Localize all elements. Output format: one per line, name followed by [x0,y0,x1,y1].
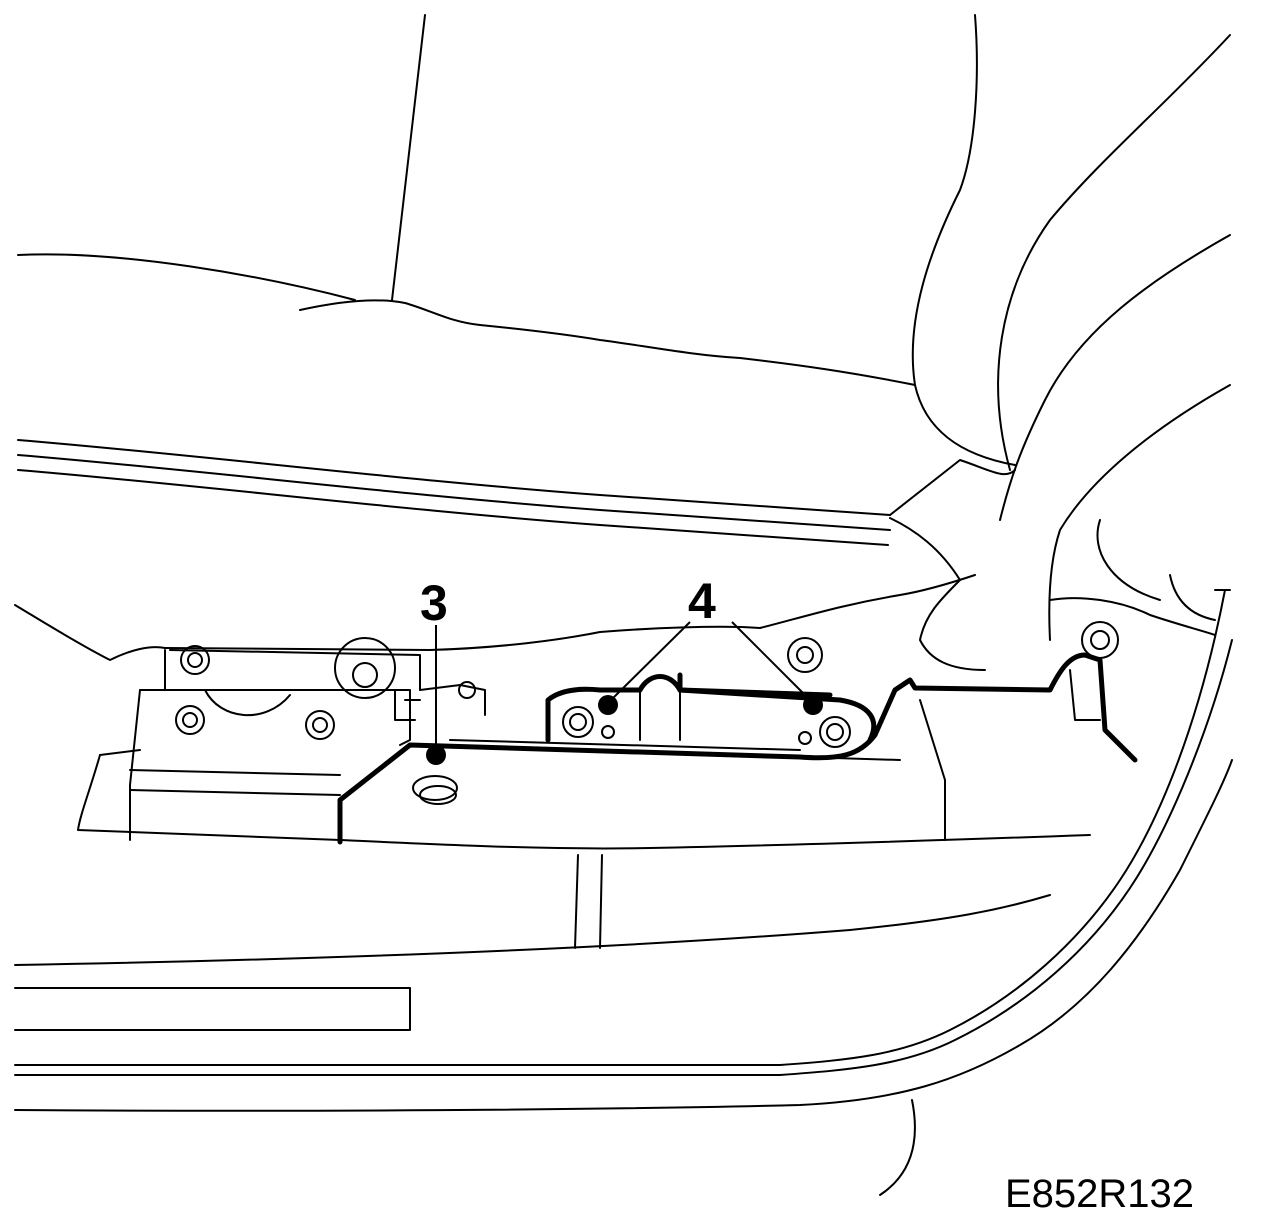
side-trim [14,519,1231,661]
callout-label-3: 3 [420,575,448,631]
seat-rail-cover [545,672,877,748]
bracket-bolts [175,621,1119,740]
callout-4: 4 [598,573,823,715]
callout-3: 3 [420,575,448,765]
mounting-bracket [77,649,486,841]
cover-panel [337,652,1138,845]
figure-reference-code: E852R132 [1005,1172,1194,1216]
seat-frame-rails [17,439,1016,671]
floor-trim [14,589,1233,1196]
seat-cushion [17,14,1231,641]
callout-label-4: 4 [688,573,716,629]
